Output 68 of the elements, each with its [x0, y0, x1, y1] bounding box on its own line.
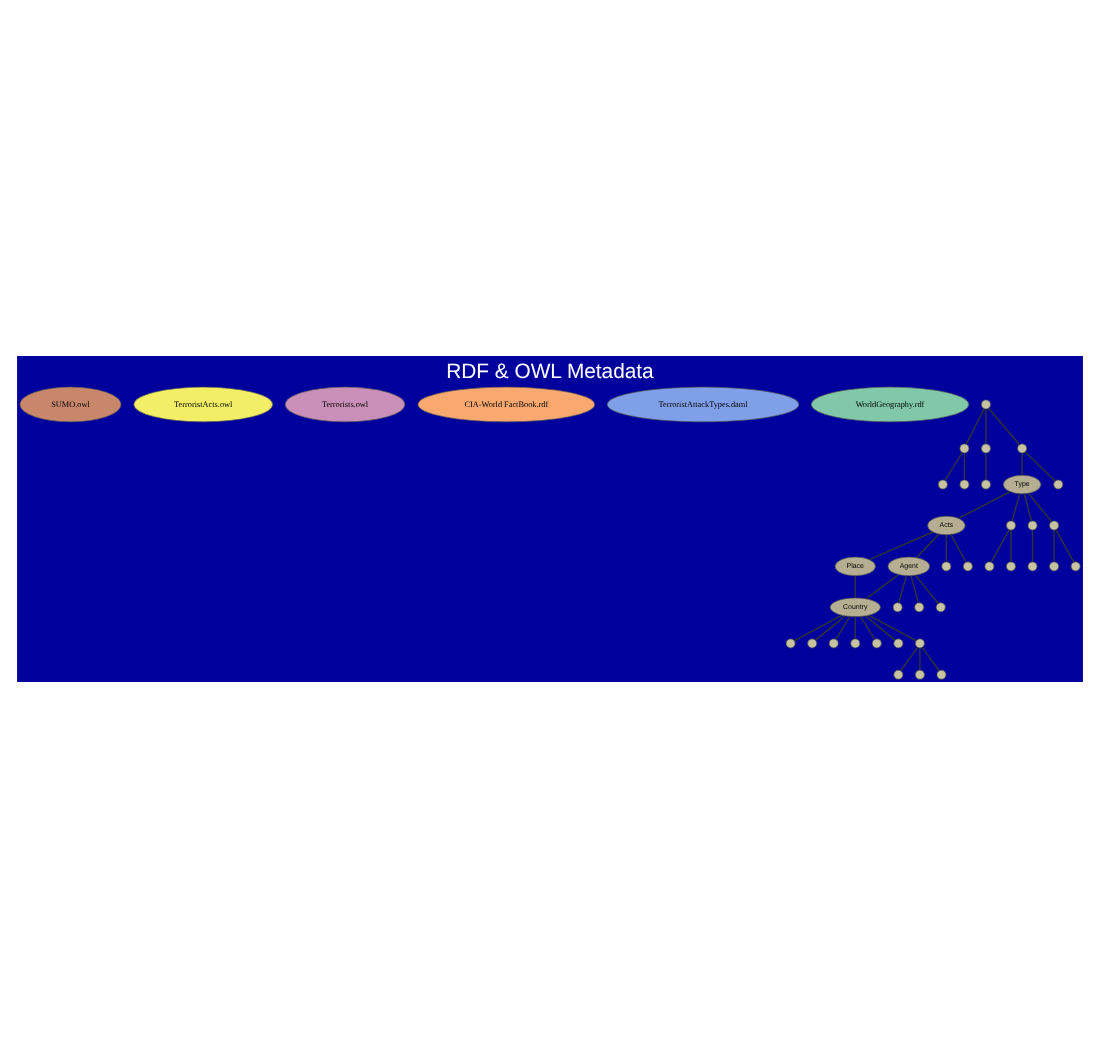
connector — [1031, 529, 1034, 563]
connector — [864, 615, 896, 641]
node-circle — [981, 479, 991, 490]
connector — [898, 575, 908, 604]
node-circle — [914, 602, 925, 613]
connector — [814, 615, 846, 641]
connector — [835, 615, 851, 640]
diagram-title: RDF & OWL Metadata — [446, 362, 654, 385]
node-circle — [1006, 520, 1016, 531]
connector — [900, 646, 919, 672]
node-circle — [935, 602, 946, 613]
connector — [793, 614, 843, 642]
connector — [1011, 493, 1021, 522]
node-circle — [1027, 561, 1038, 572]
node-circle — [1006, 561, 1016, 572]
node-circle — [963, 561, 973, 572]
node-circle — [981, 443, 991, 454]
connector — [1010, 529, 1012, 563]
connector — [1028, 492, 1053, 523]
connector — [987, 407, 1021, 446]
connector — [944, 451, 963, 482]
node-circle — [871, 638, 882, 649]
connector — [985, 452, 987, 481]
node-circle — [1049, 520, 1059, 531]
connector — [990, 529, 1010, 563]
connector — [868, 614, 917, 642]
connector — [985, 408, 987, 445]
node-circle — [850, 638, 861, 649]
connector — [1053, 529, 1055, 563]
connector — [910, 575, 919, 604]
connector — [914, 574, 939, 605]
connector — [859, 615, 876, 640]
connector — [868, 531, 934, 561]
node-circle — [1053, 479, 1064, 490]
node-circle — [1017, 443, 1027, 454]
node-circle — [915, 669, 925, 680]
node-circle — [938, 479, 948, 490]
node-circle — [941, 561, 952, 572]
node-circle — [959, 443, 970, 454]
connector — [921, 646, 940, 672]
node-circle — [959, 479, 970, 490]
connector — [854, 616, 856, 640]
node-circle — [936, 669, 947, 680]
connector — [1021, 452, 1023, 476]
connector — [915, 533, 940, 559]
node-circle — [828, 638, 839, 649]
node-circle — [915, 638, 925, 649]
node-circle — [807, 638, 818, 649]
node-circle — [981, 399, 991, 410]
node-circle — [785, 638, 796, 649]
node-circle — [1070, 561, 1081, 572]
connector — [1024, 451, 1056, 482]
node-circle — [892, 602, 903, 613]
connector — [854, 575, 856, 599]
connector — [919, 647, 921, 671]
connector — [865, 574, 900, 600]
connector — [1023, 493, 1033, 522]
node-circle — [893, 638, 904, 649]
node-circle — [984, 561, 995, 572]
node-circle — [1049, 561, 1059, 572]
connector — [957, 491, 1011, 520]
node-circle — [893, 669, 904, 680]
connector — [950, 533, 967, 563]
connector — [1055, 529, 1075, 563]
connector — [963, 452, 966, 481]
node-circle — [1027, 520, 1038, 531]
connector — [945, 534, 948, 563]
connector — [965, 408, 985, 445]
